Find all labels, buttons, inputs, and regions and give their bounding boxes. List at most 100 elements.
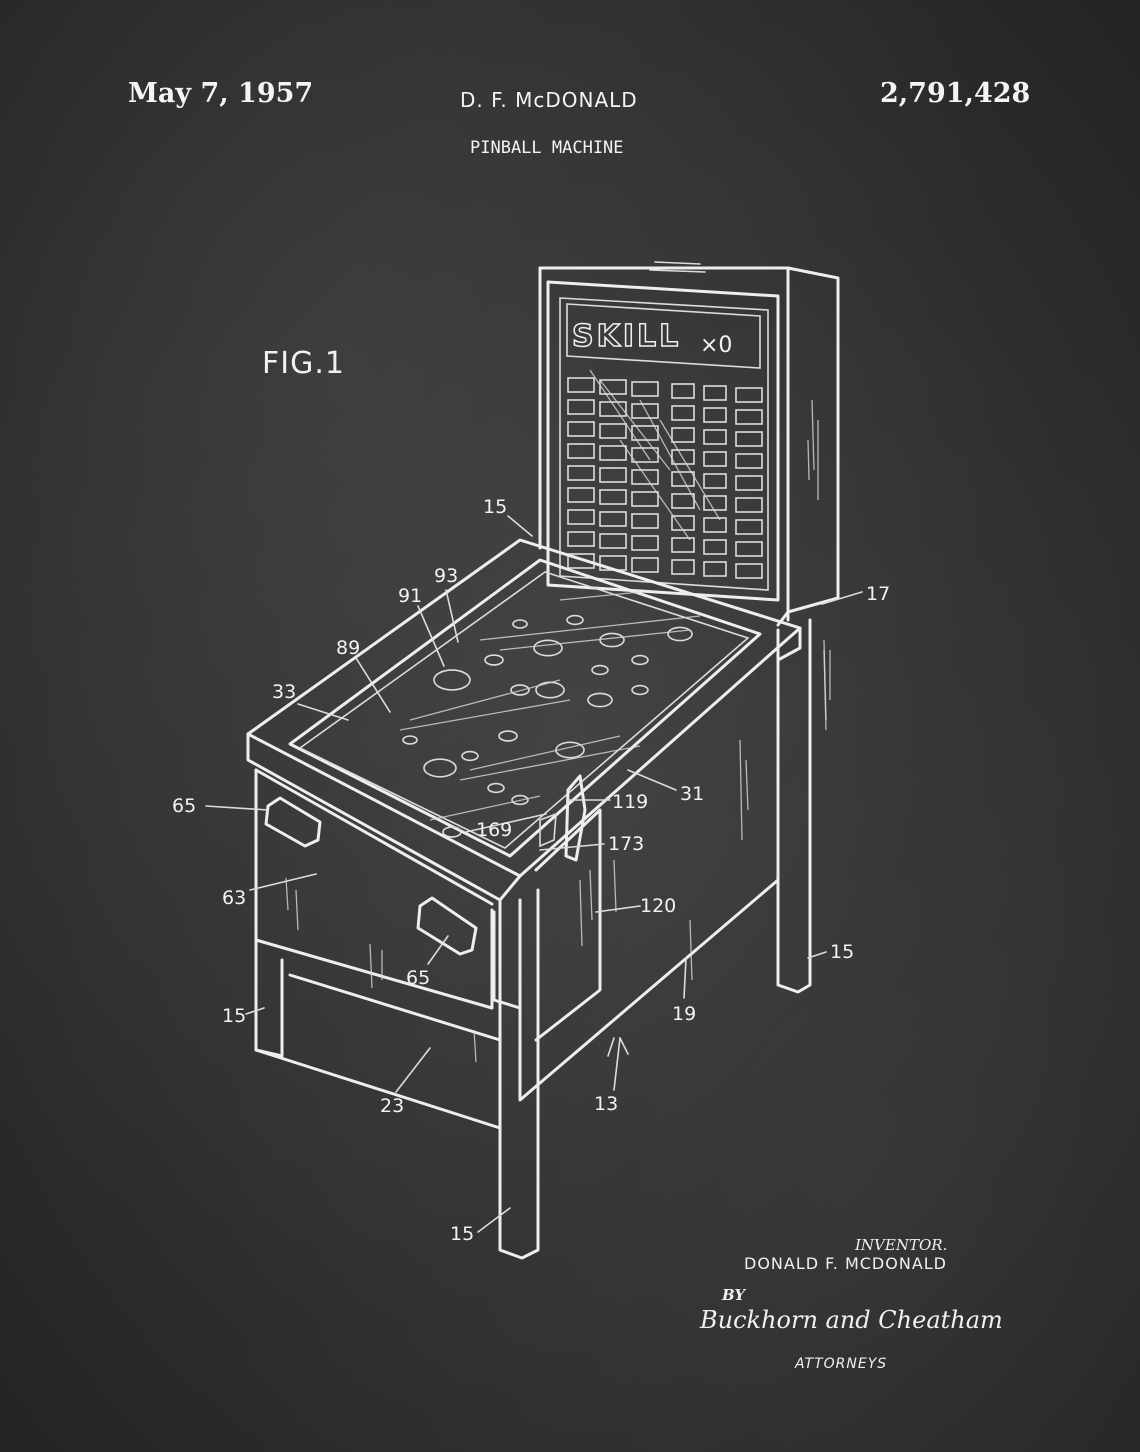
by-label: BY [722, 1286, 746, 1304]
score-cell [735, 431, 763, 447]
bumper [667, 626, 693, 642]
score-cell [735, 563, 763, 579]
patent-date: May 7, 1957 [128, 78, 314, 109]
attorney-signature: Buckhorn and Cheatham [700, 1306, 1003, 1334]
cabinet [246, 538, 827, 1260]
glass-reflection [589, 369, 651, 461]
score-cell [735, 519, 763, 535]
score-cell [567, 531, 595, 547]
bumper [484, 654, 504, 666]
ref-23: 23 [380, 1095, 404, 1117]
ref-15-front-leg: 15 [450, 1223, 474, 1245]
ref-65-front: 65 [406, 967, 430, 989]
bumper [510, 684, 530, 696]
score-cell [703, 385, 727, 401]
score-cell [599, 489, 627, 505]
bumper [533, 639, 563, 657]
score-cell [631, 557, 659, 573]
score-cell [567, 509, 595, 525]
bumper [599, 632, 625, 648]
ref-93: 93 [434, 565, 458, 587]
playfield-bumpers [402, 614, 693, 838]
bumper [587, 692, 613, 708]
bumper [631, 684, 649, 696]
ref-119: 119 [612, 791, 648, 813]
score-cell [703, 561, 727, 577]
bumper [512, 619, 528, 629]
score-cell [567, 553, 595, 569]
score-cell [703, 473, 727, 489]
bumper [566, 614, 584, 626]
ref-17: 17 [866, 583, 890, 605]
bumper [402, 735, 418, 745]
backbox-skill-text: SKILL [572, 319, 681, 354]
score-cell [703, 451, 727, 467]
score-cell [671, 427, 695, 443]
ref-33: 33 [272, 681, 296, 703]
ref-13: 13 [594, 1093, 618, 1115]
score-cell [631, 381, 659, 397]
inventor-header: D. F. McDONALD [460, 88, 638, 112]
score-cell [631, 513, 659, 529]
ref-91: 91 [398, 585, 422, 607]
score-cell [671, 405, 695, 421]
score-cell [567, 377, 595, 393]
score-cell [671, 449, 695, 465]
score-cell [599, 533, 627, 549]
score-cell [735, 541, 763, 557]
score-cell [631, 403, 659, 419]
score-cell [599, 401, 627, 417]
bumper [442, 826, 462, 838]
score-cell [671, 537, 695, 553]
backbox: SKILL ×0 [538, 261, 840, 721]
ref-173: 173 [608, 833, 644, 855]
score-cell [567, 421, 595, 437]
score-cell [703, 407, 727, 423]
score-cell [671, 383, 695, 399]
ref-31: 31 [680, 783, 704, 805]
ref-63: 63 [222, 887, 246, 909]
score-cell [703, 517, 727, 533]
score-cell [567, 399, 595, 415]
score-cell [631, 469, 659, 485]
ref-15-backbox: 15 [483, 496, 507, 518]
score-cell [631, 491, 659, 507]
score-cell [671, 559, 695, 575]
glass-reflection [599, 379, 671, 471]
reference-numerals: 15 17 91 93 89 33 31 65 119 169 173 63 1… [172, 496, 890, 1245]
attorneys-label: ATTORNEYS [795, 1356, 888, 1372]
bumper [631, 654, 649, 666]
ref-169: 169 [476, 819, 512, 841]
bumper [433, 669, 471, 691]
bumper [423, 758, 457, 778]
score-cell [631, 535, 659, 551]
score-cell [671, 493, 695, 509]
score-cell [599, 467, 627, 483]
score-cell [735, 409, 763, 425]
score-cell [567, 487, 595, 503]
glass-reflection [639, 399, 701, 511]
bumper [498, 730, 518, 742]
inventor-label: INVENTOR. [855, 1236, 948, 1254]
score-cell [567, 465, 595, 481]
score-cell [735, 475, 763, 491]
score-cell [599, 379, 627, 395]
ref-89: 89 [336, 637, 360, 659]
score-panel [567, 369, 763, 579]
backbox-mark: ×0 [700, 333, 732, 358]
score-cell [735, 453, 763, 469]
patent-number: 2,791,428 [880, 78, 1031, 109]
score-cell [567, 443, 595, 459]
bumper [511, 794, 529, 806]
score-cell [703, 495, 727, 511]
score-cell [599, 423, 627, 439]
ref-120: 120 [640, 895, 676, 917]
ref-65-left: 65 [172, 795, 196, 817]
score-cell [599, 511, 627, 527]
ref-15-left-leg: 15 [222, 1005, 246, 1027]
ref-19: 19 [672, 1003, 696, 1025]
score-cell [703, 429, 727, 445]
score-cell [599, 445, 627, 461]
